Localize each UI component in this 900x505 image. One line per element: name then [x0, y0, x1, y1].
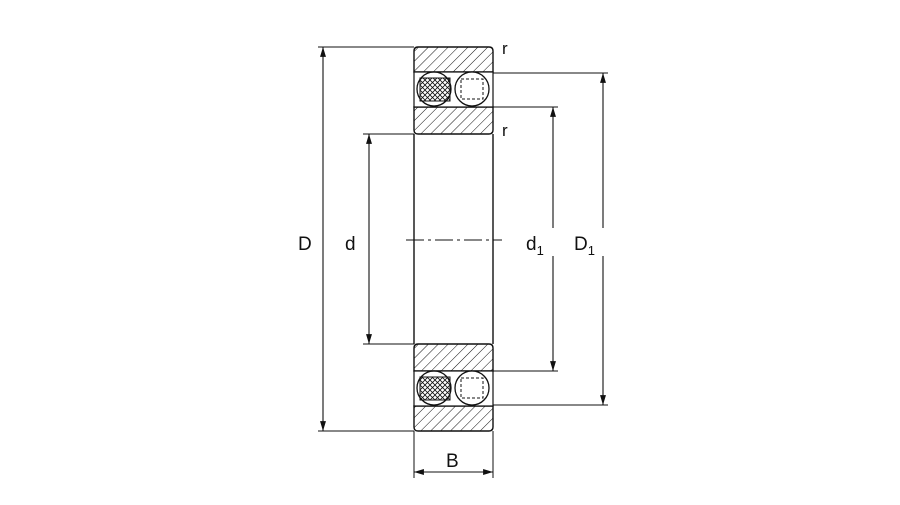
label-d1-main: d — [526, 234, 537, 255]
top-outer-ring — [413, 46, 494, 73]
bottom-outer-ring — [413, 405, 494, 432]
top-rolling-elements — [413, 71, 494, 108]
bottom-inner-ring — [413, 343, 494, 372]
label-D1-subscript: 1 — [588, 243, 595, 258]
label-d1: d1 — [526, 234, 544, 258]
label-d1-subscript: 1 — [537, 243, 544, 258]
bottom-rolling-elements — [413, 370, 494, 407]
bearing-body — [413, 134, 494, 344]
label-d: d — [345, 234, 356, 255]
label-r-inner: r — [502, 121, 508, 140]
label-B: B — [446, 451, 459, 472]
label-D1: D1 — [574, 234, 595, 258]
label-D1-main: D — [574, 234, 588, 255]
top-inner-ring — [413, 106, 494, 135]
label-D: D — [298, 234, 312, 255]
label-r-outer: r — [502, 39, 508, 58]
